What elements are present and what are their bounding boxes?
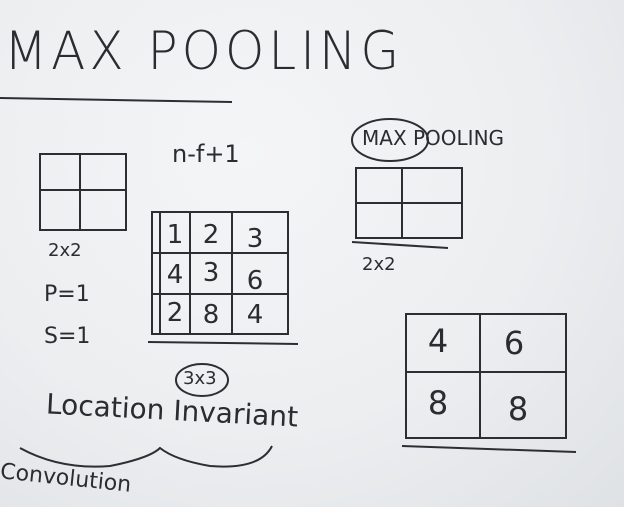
- output-cell: 4: [427, 322, 449, 360]
- input-cell: 4: [246, 300, 264, 330]
- input-cell: 1: [166, 220, 184, 250]
- output-cell: 8: [507, 390, 529, 428]
- max-circle: [351, 118, 429, 162]
- output-grid-lines: [401, 313, 577, 453]
- title-underline: [0, 97, 233, 103]
- stride-label: S=1: [44, 324, 91, 349]
- input-cell: 6: [246, 266, 264, 296]
- brace: [19, 445, 273, 468]
- input-cell: 2: [202, 220, 220, 250]
- output-cell: 6: [503, 324, 525, 362]
- input-cell: 3: [246, 224, 264, 254]
- input-cell: 4: [166, 260, 184, 290]
- page-title: MAX POOLING: [4, 20, 404, 82]
- formula: n-f+1: [172, 140, 240, 168]
- pooling-window-2x2: [351, 167, 463, 249]
- right-label: MAX POOLING: [362, 126, 505, 150]
- padding-label: P=1: [44, 282, 90, 307]
- pool-size: 2x2: [362, 254, 396, 275]
- input-cell: 8: [202, 300, 220, 330]
- filter-grid-2x2: [39, 153, 127, 231]
- input-size-label: 3x3: [183, 368, 217, 389]
- input-cell: 2: [166, 298, 184, 328]
- output-cell: 8: [427, 384, 449, 422]
- filter-size: 2x2: [48, 240, 82, 261]
- input-grid-lines: [147, 211, 299, 345]
- input-cell: 3: [202, 258, 220, 288]
- size-circle: [175, 363, 229, 397]
